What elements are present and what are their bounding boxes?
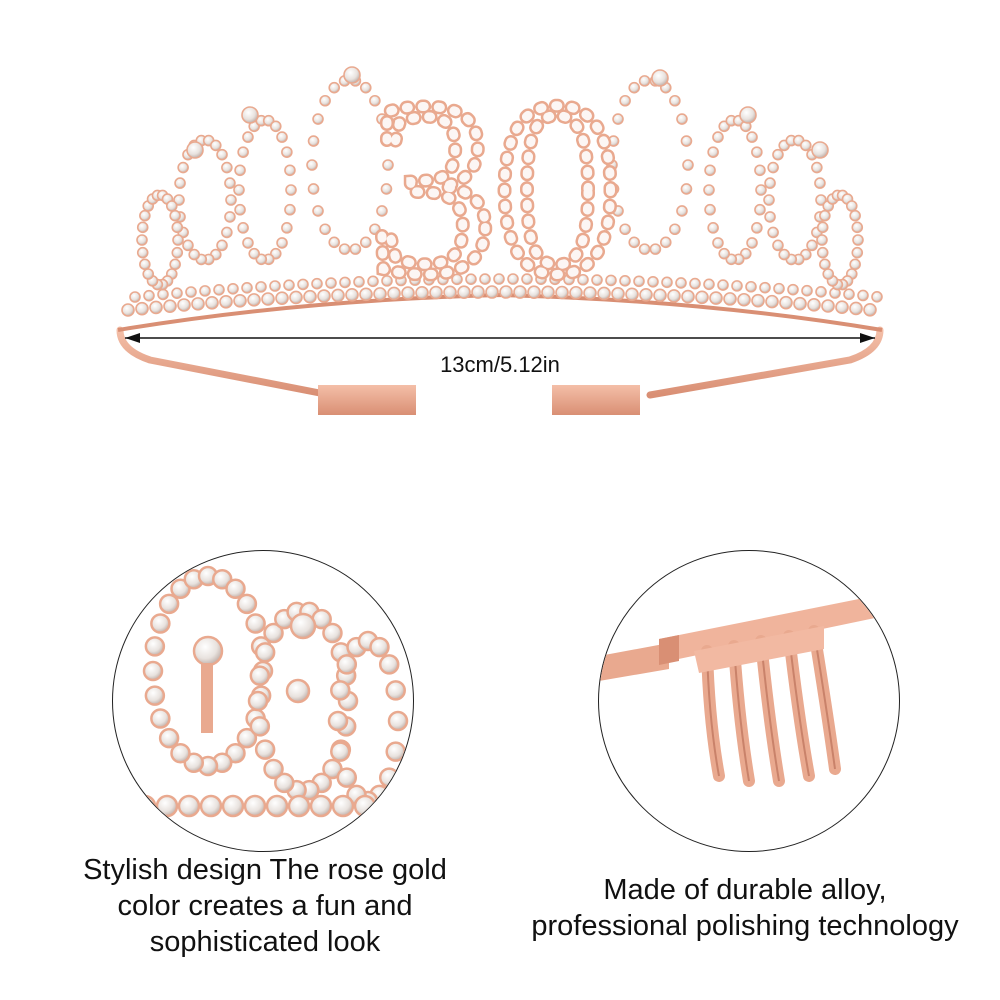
right-caption: Made of durable alloy, professional poli… [505,872,985,944]
crown [121,66,883,317]
left-comb [318,385,416,527]
right-caption-line: professional polishing technology [531,910,959,942]
right-caption-line: Made of durable alloy, [603,874,887,906]
comb-detail-circle [598,550,900,852]
left-caption-line: Stylish design The rose gold [83,854,447,886]
svg-text:30: 30 [370,50,620,327]
dimension-arrow [125,333,875,343]
tiara-number: 30 [370,50,620,327]
dimension-label: 13cm/5.12in [440,352,560,377]
left-caption-line: color creates a fun and [117,890,413,922]
headband [116,326,884,399]
comb-detail-image [599,591,899,787]
crown-detail-image [113,565,413,818]
left-caption-line: sophisticated look [149,926,381,958]
crown-detail-circle [112,550,414,852]
tiara-photo: 30 30 [116,43,884,527]
right-comb [552,385,641,527]
left-caption: Stylish design The rose gold color creat… [40,852,490,960]
